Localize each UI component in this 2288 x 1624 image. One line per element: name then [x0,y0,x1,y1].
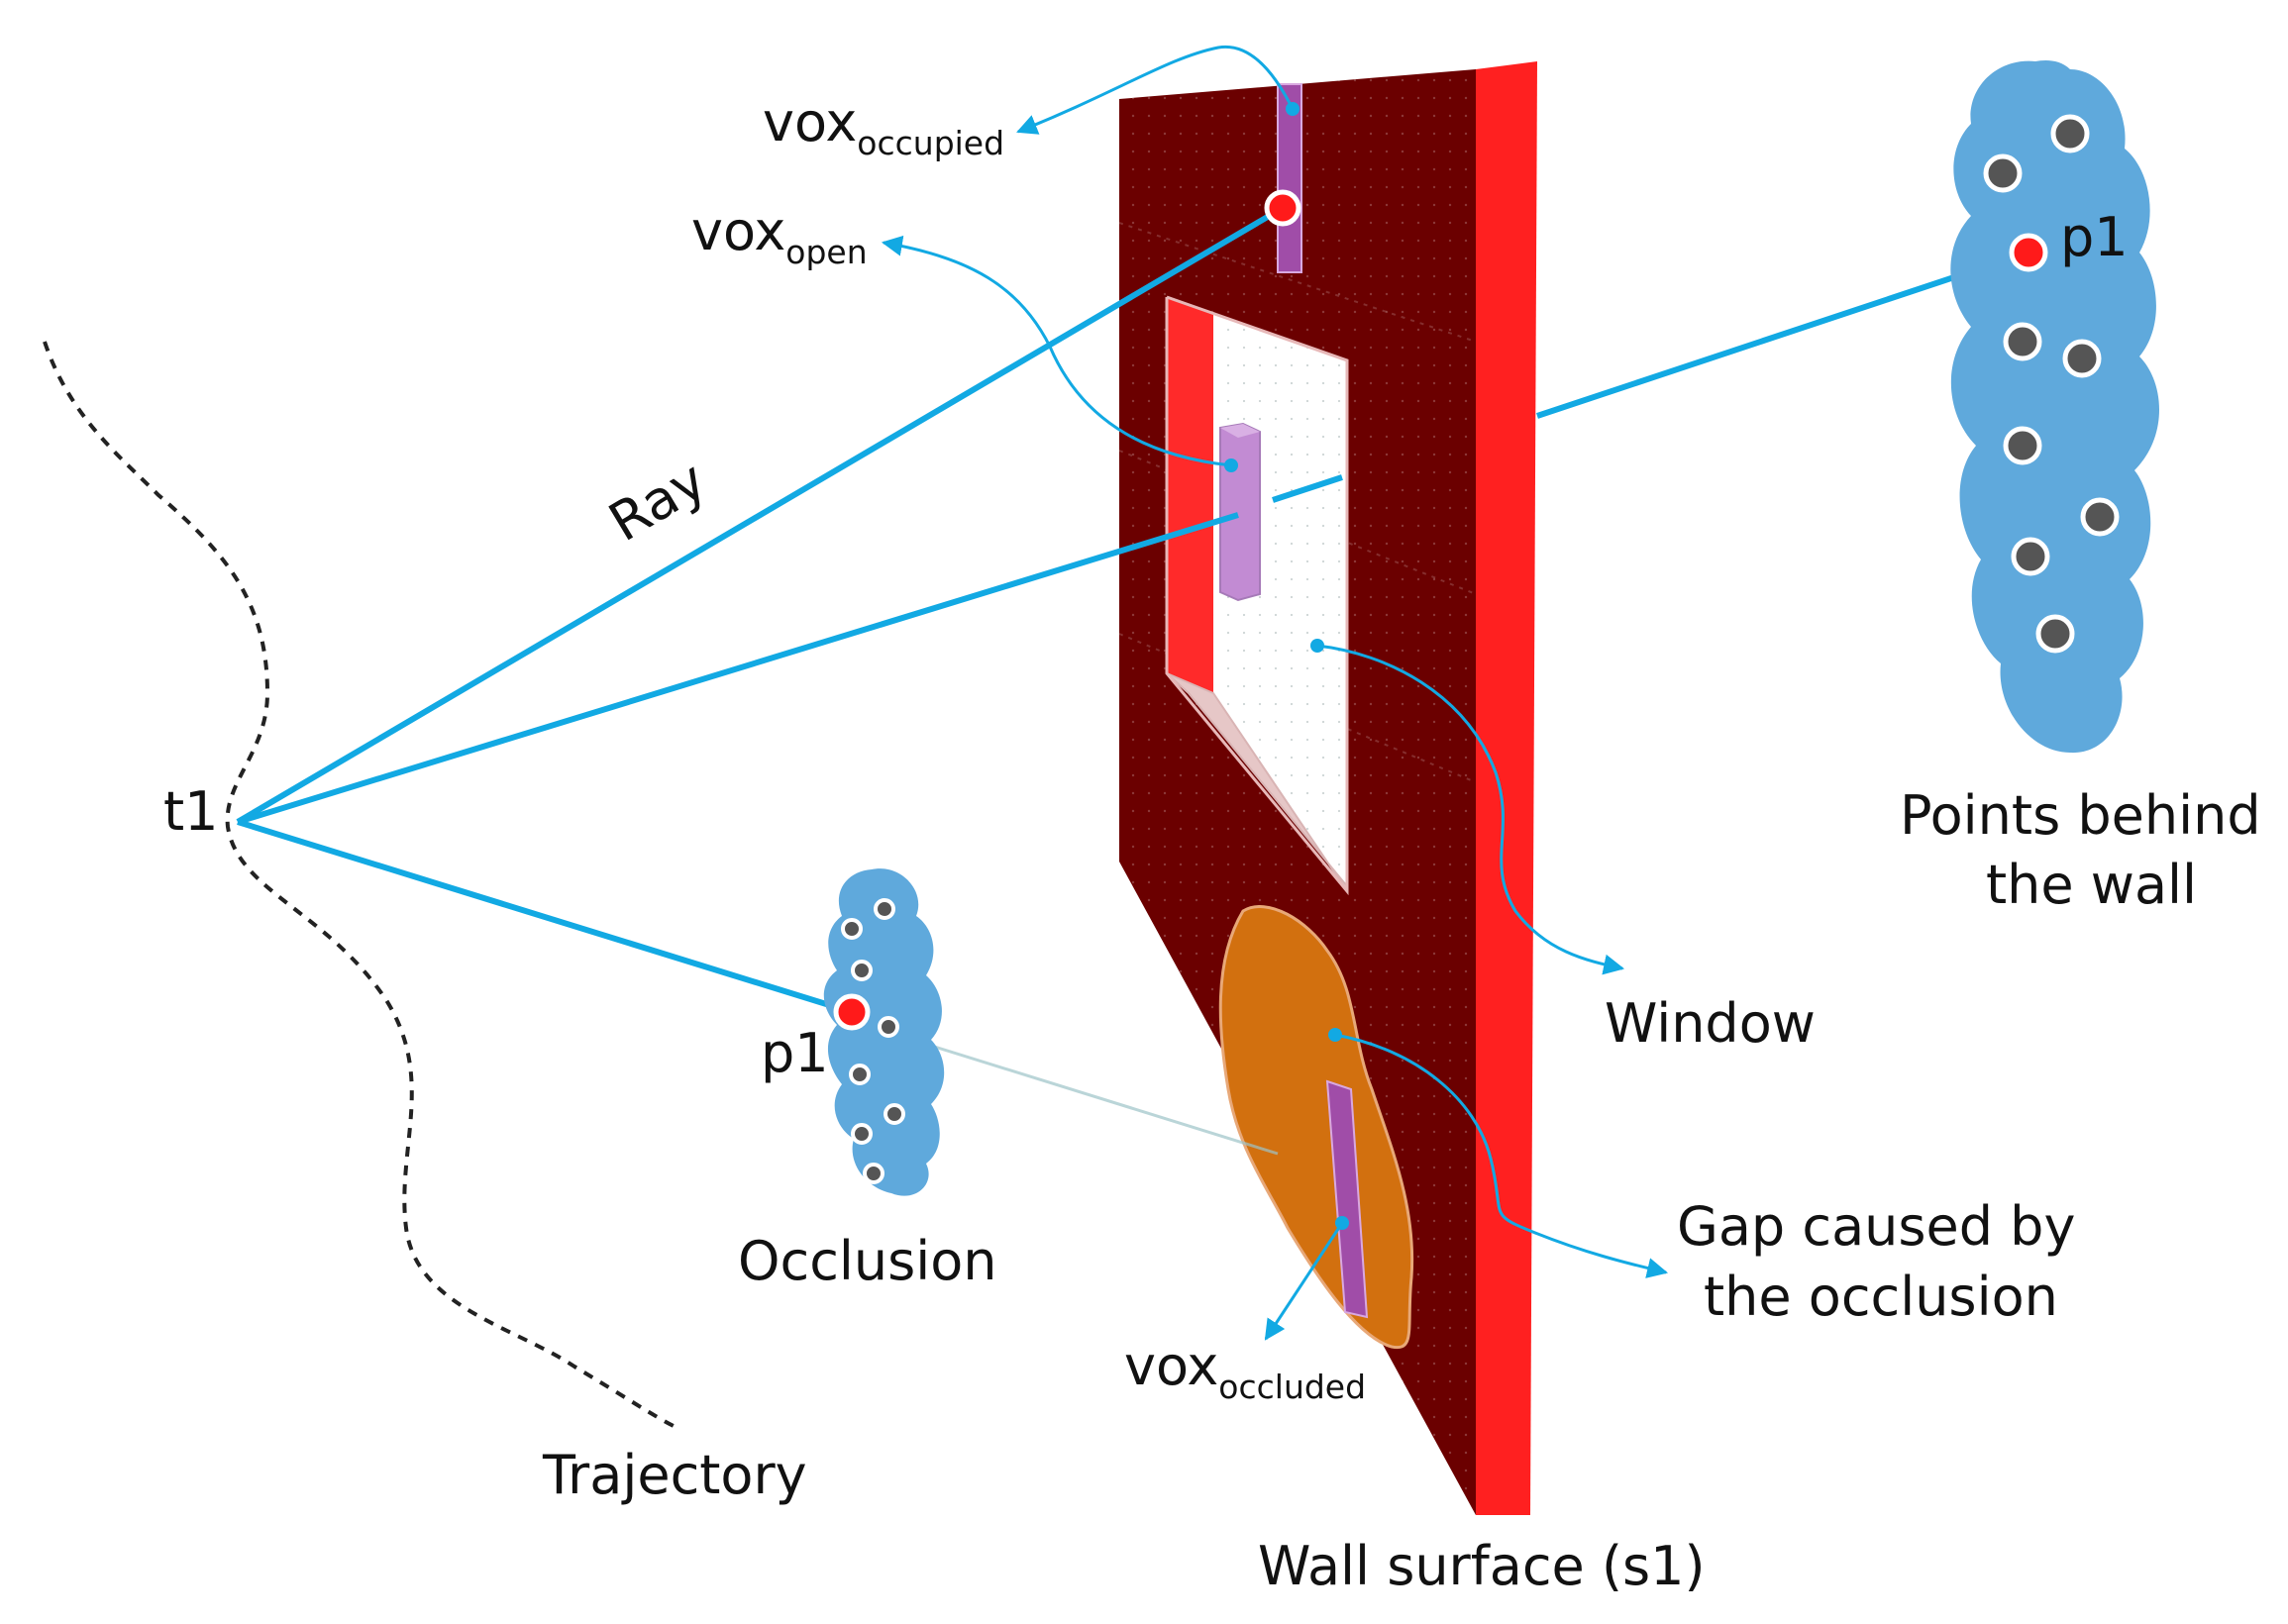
behind-wall-point [2003,322,2042,361]
leader-dot-window [1310,639,1324,653]
leader-dot-vox-occupied [1286,102,1300,116]
label-points-behind-line1: Points behind [1900,784,2261,847]
occlusion-point [863,1163,884,1184]
leader-vox-open [881,235,1232,467]
occlusion-p1-point [833,993,871,1031]
occlusion-point [878,1016,899,1038]
ray-to-vox-open [236,205,1285,825]
label-p1-occlusion: p1 [761,1022,829,1084]
label-points-behind-line2: the wall [1986,854,2197,916]
label-vox-open-sub: open [785,233,867,271]
ray-behind-wall [1536,250,2029,419]
label-wall-surface: Wall surface (s1) [1258,1535,1706,1597]
label-t1: t1 [163,780,219,843]
label-ray: Ray [598,449,716,554]
label-vox-open: voxopen [691,200,868,271]
label-vox-occupied: voxoccupied [763,91,1004,162]
occlusion-point [849,1064,871,1085]
behind-wall-point [2011,537,2050,576]
label-vox-open-main: vox [691,200,785,262]
leader-window [1316,644,1625,975]
occlusion-projection [895,1033,1279,1156]
wall-edge [1476,61,1537,1515]
ray-behind-window [1272,474,1343,503]
behind-wall-point [2062,339,2102,378]
behind-wall-cloud [1950,59,2159,754]
label-p1-wall: p1 [2060,206,2129,268]
occlusion-gap-region [1218,905,1414,1350]
behind-wall-point [2035,614,2075,654]
occlusion-point [841,918,863,940]
occluded-voxel-column [1325,1079,1369,1319]
label-vox-occluded: voxoccluded [1124,1335,1366,1406]
leader-vox-occluded [1264,1222,1344,1341]
label-gap-line1: Gap caused by [1677,1195,2075,1258]
open-voxel-top [1220,424,1260,438]
window-frame [1165,295,1349,896]
behind-wall-point [1983,153,2023,193]
label-vox-occluded-main: vox [1124,1335,1218,1397]
label-vox-occupied-main: vox [763,91,857,153]
occlusion-point [884,1103,905,1125]
ray-through-window [237,512,1239,825]
label-trajectory: Trajectory [542,1444,807,1506]
occupied-voxel-column [1277,83,1302,273]
open-voxel-column [1219,422,1261,602]
ray-to-occlusion [237,819,853,1015]
vox-open-point [1264,189,1301,227]
wall-seam [1118,222,1477,343]
leader-dot-vox-occluded [1335,1216,1349,1230]
behind-wall-points [1983,114,2120,654]
leader-gap [1334,1033,1669,1278]
behind-wall-point [2050,114,2090,153]
behind-wall-point [2003,426,2042,465]
occlusion-point [851,960,873,981]
occlusion-point [874,898,895,920]
wall-seam [1118,450,1477,595]
label-window: Window [1605,992,1816,1055]
occlusion-points [841,898,905,1184]
leader-dot-gap [1328,1028,1342,1042]
window-red-reveal [1167,297,1213,693]
label-vox-occluded-sub: occluded [1218,1368,1366,1406]
label-vox-occupied-sub: occupied [857,124,1004,162]
leader-vox-occupied [1016,45,1295,135]
leader-dot-vox-open [1224,458,1238,472]
occlusion-point [851,1123,873,1145]
behind-wall-point [2080,497,2120,537]
behind-wall-p1-point [2009,233,2048,272]
trajectory-path [43,341,675,1428]
label-gap-line2: the occlusion [1704,1266,2058,1328]
label-occlusion: Occlusion [738,1230,997,1292]
